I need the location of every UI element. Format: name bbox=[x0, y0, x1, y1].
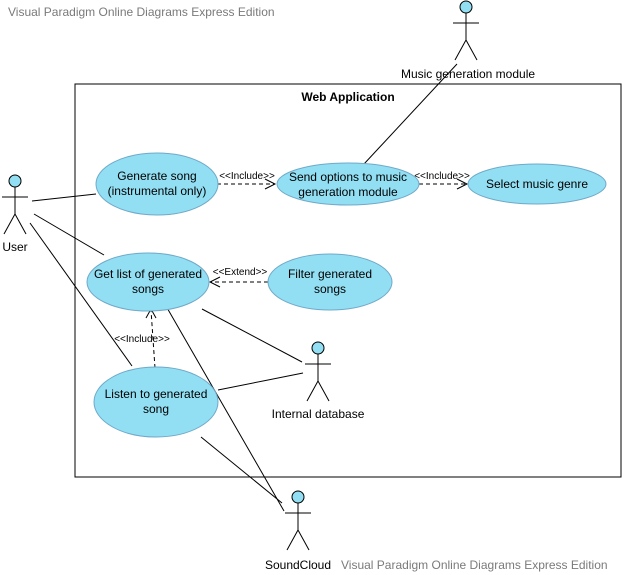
include-listen-getlist-label: <<Include>> bbox=[114, 334, 170, 345]
use-case-listen[interactable]: Listen to generated song bbox=[93, 366, 219, 438]
actor-internal-db-label: Internal database bbox=[272, 407, 365, 421]
assoc-getlist-soundcloud bbox=[165, 305, 285, 512]
include-send-genre-label: <<Include>> bbox=[414, 171, 470, 182]
extend-filter-getlist-arrow bbox=[208, 276, 221, 288]
use-case-get-list[interactable]: Get list of generated songs bbox=[86, 252, 210, 312]
use-case-get-list-line2: songs bbox=[132, 282, 164, 296]
assoc-user-generate bbox=[31, 193, 97, 202]
actor-music-module-head bbox=[459, 0, 473, 14]
actor-user-head bbox=[8, 174, 22, 188]
use-case-generate-song-line2: (instrumental only) bbox=[108, 184, 207, 198]
use-case-listen-line2: song bbox=[143, 402, 169, 416]
use-case-select-genre-line1: Select music genre bbox=[486, 177, 588, 191]
use-case-filter-line1: Filter generated bbox=[288, 267, 372, 281]
actor-user-label: User bbox=[2, 240, 27, 254]
use-case-listen-line1: Listen to generated bbox=[105, 387, 208, 401]
use-case-send-options-line1: Send options to music bbox=[289, 170, 407, 184]
use-case-send-options[interactable]: Send options to music generation module bbox=[276, 162, 420, 206]
assoc-send-module bbox=[363, 63, 458, 165]
include-generate-send-label: <<Include>> bbox=[219, 171, 275, 182]
use-case-generate-song[interactable]: Generate song (instrumental only) bbox=[95, 152, 219, 216]
actor-soundcloud-label: SoundCloud bbox=[265, 558, 331, 572]
actor-internal-db-head bbox=[311, 341, 325, 355]
use-case-filter-line2: songs bbox=[314, 282, 346, 296]
system-title: Web Application bbox=[301, 90, 394, 104]
assoc-getlist-db bbox=[201, 308, 303, 363]
actor-music-generation-module[interactable]: Music generation module bbox=[401, 0, 535, 81]
include-listen-getlist-line bbox=[150, 309, 156, 369]
actor-soundcloud-head bbox=[291, 490, 305, 504]
use-case-select-genre[interactable]: Select music genre bbox=[467, 163, 607, 205]
use-case-send-options-line2: generation module bbox=[298, 185, 398, 199]
watermark-top: Visual Paradigm Online Diagrams Express … bbox=[8, 5, 275, 19]
assoc-user-getlist bbox=[33, 213, 105, 256]
actor-music-module-label: Music generation module bbox=[401, 67, 535, 81]
use-case-get-list-line1: Get list of generated bbox=[94, 267, 202, 281]
use-case-generate-song-line1: Generate song bbox=[117, 169, 196, 183]
actor-user[interactable]: User bbox=[2, 174, 28, 254]
actor-soundcloud[interactable]: SoundCloud bbox=[265, 490, 331, 572]
system-boundary bbox=[74, 83, 622, 478]
assoc-listen-soundcloud bbox=[200, 436, 283, 504]
actor-internal-database[interactable]: Internal database bbox=[272, 341, 365, 421]
extend-filter-getlist-label: <<Extend>> bbox=[213, 267, 268, 278]
assoc-listen-db bbox=[217, 372, 304, 391]
use-case-filter[interactable]: Filter generated songs bbox=[267, 253, 393, 311]
assoc-user-listen bbox=[29, 222, 133, 367]
include-send-genre-arrow bbox=[456, 178, 469, 190]
watermark-bottom: Visual Paradigm Online Diagrams Express … bbox=[341, 558, 608, 572]
include-generate-send-arrow bbox=[264, 178, 277, 190]
